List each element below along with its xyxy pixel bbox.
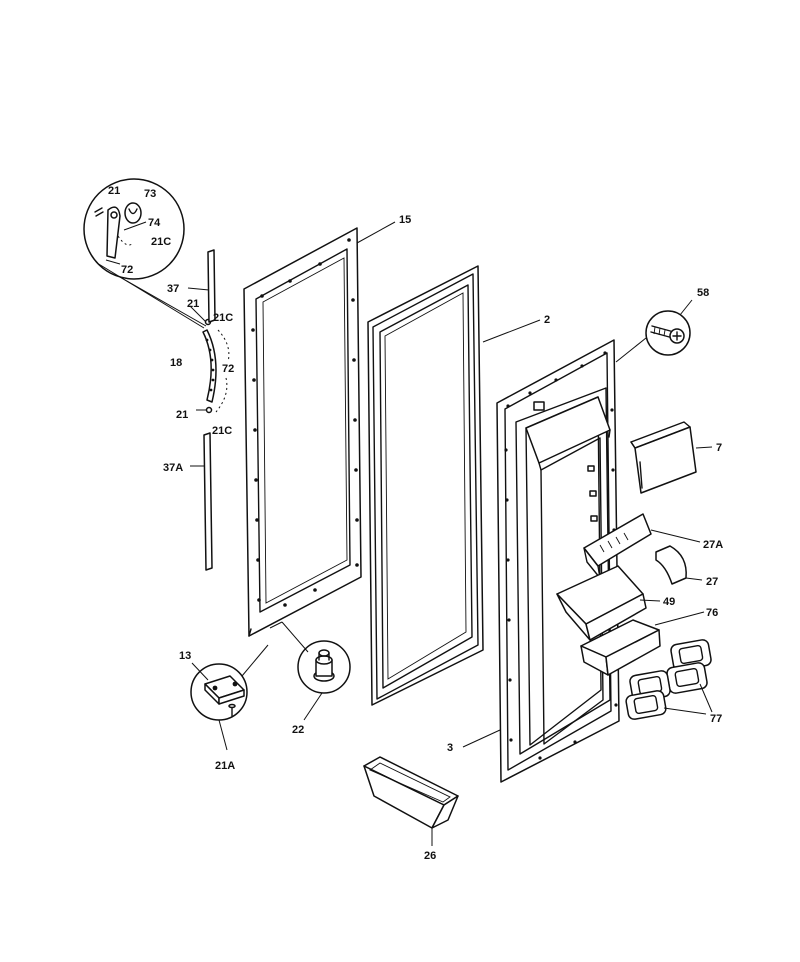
feet-part-77 xyxy=(625,639,713,720)
frame-holes xyxy=(251,238,359,607)
screw-detail-part-58 xyxy=(615,299,693,363)
label-26: 26 xyxy=(424,850,436,862)
label-37: 37 xyxy=(167,283,179,295)
inner-door-liner-part-3 xyxy=(496,339,620,783)
label-21C-upper: 21C xyxy=(213,312,233,324)
bin-part-26 xyxy=(363,756,459,846)
part-labels: 15 2 58 7 27A 27 49 76 77 3 26 22 13 21A… xyxy=(108,185,723,862)
label-58: 58 xyxy=(697,287,709,299)
label-22: 22 xyxy=(292,724,304,736)
cover-part-7 xyxy=(630,421,713,494)
label-3: 3 xyxy=(447,742,453,754)
hinge-detail-magnifier xyxy=(83,178,207,329)
drip-tray-part-76 xyxy=(580,611,705,676)
label-72: 72 xyxy=(222,363,234,375)
detail-label-74: 74 xyxy=(148,217,161,229)
label-2: 2 xyxy=(544,314,550,326)
tray-part-49 xyxy=(556,565,661,641)
label-18: 18 xyxy=(170,357,182,369)
clip-part-27 xyxy=(655,545,703,585)
detail-label-21C: 21C xyxy=(151,236,171,248)
actuator-part-27A xyxy=(583,513,701,579)
label-21-upper: 21 xyxy=(187,298,199,310)
label-49: 49 xyxy=(663,596,675,608)
hinge-strip-part-37A xyxy=(190,432,213,571)
label-37A: 37A xyxy=(163,462,183,474)
label-27: 27 xyxy=(706,576,718,588)
detail-label-72: 72 xyxy=(121,264,133,276)
detail-label-73: 73 xyxy=(144,188,156,200)
detail-label-21: 21 xyxy=(108,185,120,197)
leader-2 xyxy=(482,319,541,343)
label-21-lower: 21 xyxy=(176,409,188,421)
foot-4 xyxy=(625,690,667,720)
label-13: 13 xyxy=(179,650,191,662)
label-76: 76 xyxy=(706,607,718,619)
leader-3 xyxy=(462,729,501,748)
door-gasket-part-2 xyxy=(367,265,484,706)
hinge-strip-part-37 xyxy=(187,249,216,323)
plug-detail-part-22 xyxy=(269,621,351,721)
leader-15 xyxy=(356,221,396,244)
label-21A: 21A xyxy=(215,760,235,772)
label-7: 7 xyxy=(716,442,722,454)
label-21C-lower: 21C xyxy=(212,425,232,437)
door-frame-part-15 xyxy=(243,227,362,637)
label-27A: 27A xyxy=(703,539,723,551)
foot-2 xyxy=(666,662,708,694)
hinge-detail-part-13 xyxy=(190,644,269,751)
label-15: 15 xyxy=(399,214,411,226)
label-77: 77 xyxy=(710,713,722,725)
